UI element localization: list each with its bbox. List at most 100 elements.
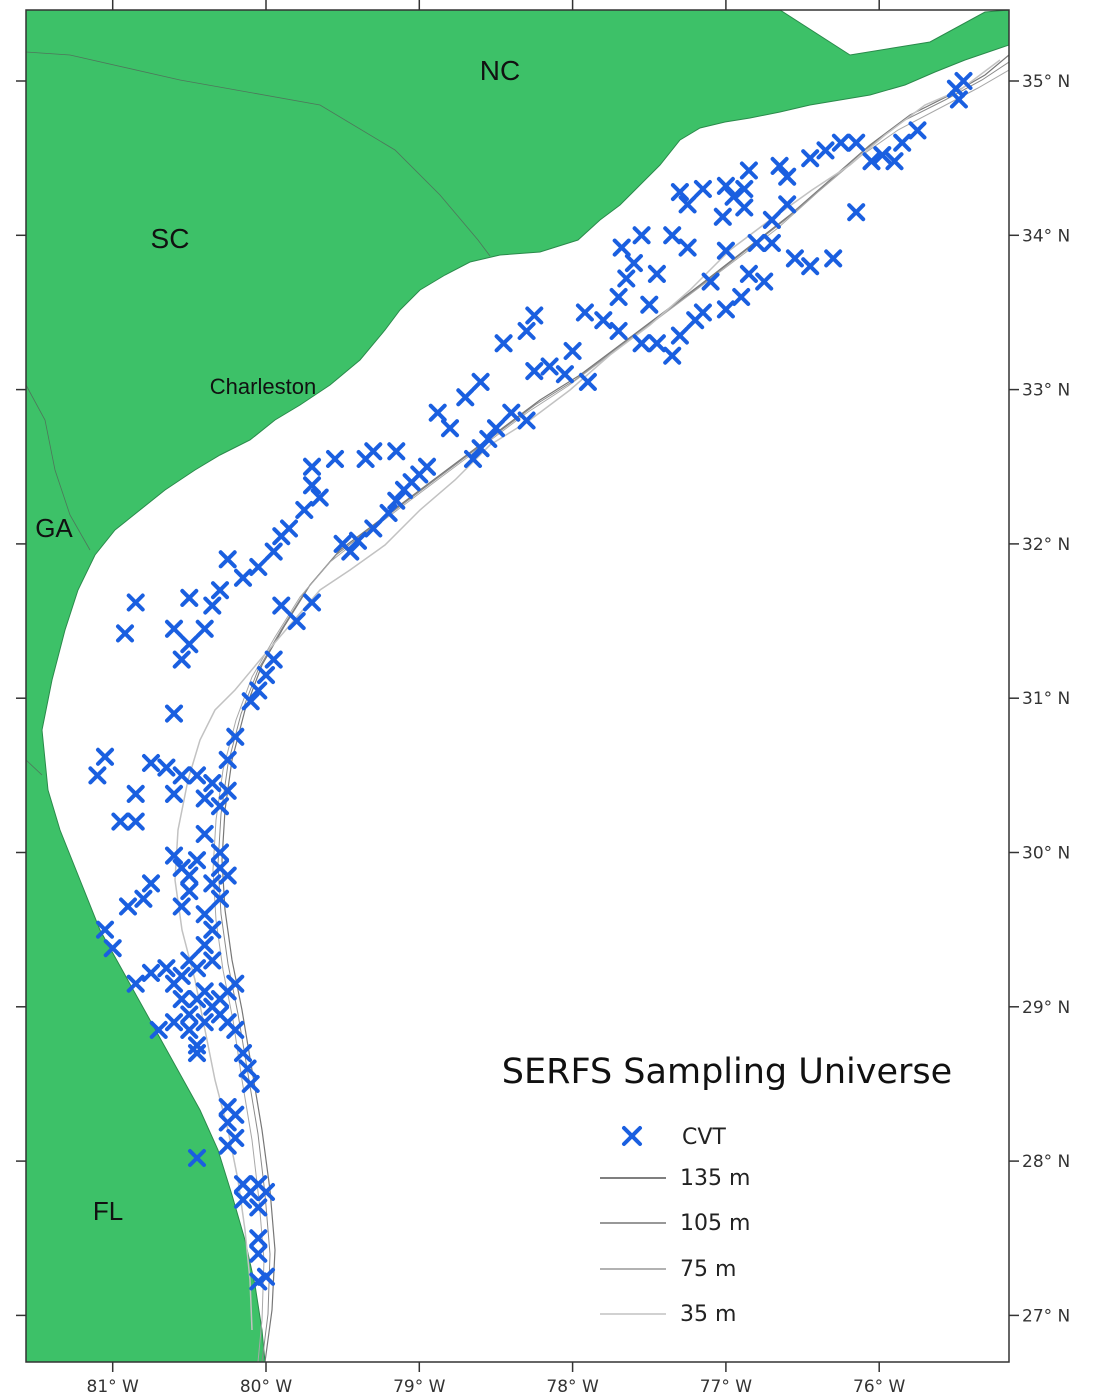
cvt-marker <box>893 133 912 152</box>
cvt-marker <box>126 812 145 831</box>
cvt-marker <box>686 311 705 330</box>
cvt-marker <box>211 843 229 862</box>
cvt-marker <box>218 1136 237 1155</box>
lon-tick-label: 80° W <box>240 1377 293 1397</box>
cvt-marker <box>525 306 544 325</box>
map-frame <box>25 9 1010 1363</box>
cvt-marker <box>272 596 291 615</box>
cvt-marker <box>678 195 697 214</box>
cvt-marker <box>847 203 866 222</box>
cvt-marker <box>624 254 643 273</box>
cvt-marker <box>103 939 122 958</box>
cvt-marker <box>303 476 321 495</box>
cvt-marker <box>716 300 735 319</box>
cvt-marker <box>126 974 145 993</box>
cvt-marker <box>211 797 229 816</box>
cvt-marker <box>609 288 628 306</box>
cvt-marker <box>226 727 245 746</box>
cvt-marker <box>693 180 712 198</box>
cvt-marker <box>157 758 176 777</box>
cvt-marker <box>885 152 904 171</box>
cvt-marker <box>165 1013 183 1032</box>
cvt-marker <box>456 388 475 407</box>
cvt-marker <box>831 133 850 152</box>
cvt-marker <box>195 825 214 843</box>
cvt-marker <box>739 264 758 283</box>
cvt-marker <box>755 272 774 291</box>
lon-tick-label: 81° W <box>87 1377 140 1397</box>
cvt-marker <box>847 133 866 152</box>
cvt-marker <box>195 905 214 924</box>
cvt-marker <box>678 238 697 257</box>
cvt-marker <box>172 990 191 1009</box>
cvt-marker <box>241 1075 260 1093</box>
cvt-marker <box>226 974 245 993</box>
cvt-marker <box>612 238 631 257</box>
cvt-marker <box>716 241 735 260</box>
cvt-marker <box>165 846 183 865</box>
cvt-marker <box>165 974 183 993</box>
cvt-marker <box>555 365 574 384</box>
lat-tick-label: 27° N <box>1022 1306 1070 1326</box>
cvt-marker <box>234 1190 252 1209</box>
cvt-marker <box>640 295 659 314</box>
cvt-marker <box>647 264 666 283</box>
cvt-marker <box>165 784 183 803</box>
cvt-marker <box>575 303 594 322</box>
cvt-marker <box>172 897 191 916</box>
lat-tick-label: 29° N <box>1022 998 1070 1018</box>
cvt-marker <box>471 439 490 458</box>
cvt-marker <box>142 963 160 982</box>
cvt-marker <box>632 334 651 353</box>
cvt-marker <box>238 1059 257 1078</box>
legend-marker-icon <box>622 1126 642 1146</box>
cvt-marker <box>249 1198 268 1217</box>
cvt-marker <box>218 550 237 569</box>
cvt-marker <box>732 288 751 306</box>
cvt-marker <box>257 1183 275 1201</box>
cvt-marker <box>142 754 160 772</box>
cvt-marker <box>249 681 268 700</box>
lon-tick-label: 79° W <box>393 1377 446 1397</box>
cvt-marker <box>647 334 666 353</box>
cvt-marker <box>295 501 314 519</box>
cvt-marker <box>356 450 375 468</box>
cvt-marker <box>349 531 367 550</box>
cvt-marker <box>149 1020 168 1039</box>
cvt-marker <box>762 210 781 229</box>
cvt-marker <box>632 226 651 245</box>
cvt-marker <box>908 121 927 140</box>
lat-tick-label: 28° N <box>1022 1152 1070 1172</box>
cvt-marker <box>326 450 344 468</box>
cvt-marker <box>716 176 735 195</box>
cvt-marker <box>218 866 237 885</box>
cvt-marker <box>310 488 329 507</box>
cvt-marker <box>778 195 797 214</box>
cvt-marker <box>663 226 682 245</box>
cvt-marker <box>364 519 383 538</box>
legend-35m-label: 35 m <box>680 1302 736 1327</box>
cvt-marker <box>188 766 206 785</box>
cvt-marker <box>172 650 191 669</box>
cvt-marker <box>563 342 582 360</box>
cvt-markers <box>88 72 973 1291</box>
lat-tick-label: 33° N <box>1022 381 1070 401</box>
cvt-marker <box>663 346 682 365</box>
cvt-marker <box>617 269 636 288</box>
cvt-marker <box>249 1244 268 1263</box>
cvt-marker <box>949 90 968 109</box>
cvt-marker <box>525 362 544 381</box>
cvt-marker <box>428 403 447 422</box>
cvt-marker <box>824 249 843 268</box>
cvt-marker <box>234 568 252 587</box>
cvt-marker <box>487 419 505 438</box>
cvt-marker <box>816 141 835 160</box>
cvt-marker <box>203 920 222 939</box>
cvt-marker <box>778 167 797 186</box>
lat-tick-label: 34° N <box>1022 226 1070 246</box>
cvt-marker <box>249 1272 268 1291</box>
cvt-marker <box>517 322 536 340</box>
cvt-marker <box>747 234 766 252</box>
cvt-marker <box>188 1044 206 1063</box>
